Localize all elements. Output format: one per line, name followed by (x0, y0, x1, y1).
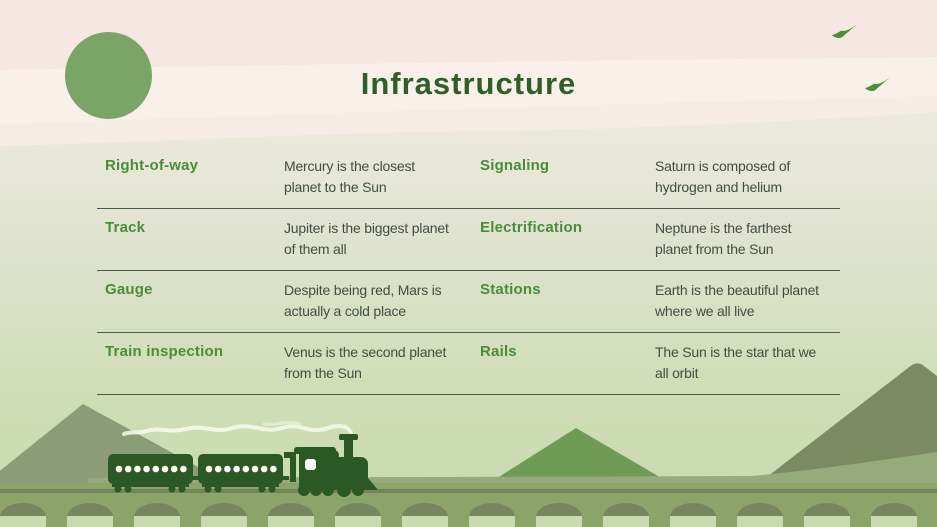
term-label: Stations (480, 281, 541, 298)
bridge-deck (0, 483, 937, 500)
term-label: Rails (480, 343, 517, 360)
term-description: Despite being red, Mars is actually a co… (284, 282, 442, 319)
landscape-scene (0, 363, 937, 527)
term-description: Mercury is the closest planet to the Sun (284, 158, 415, 195)
table-row: Track Jupiter is the biggest planet of t… (97, 209, 840, 271)
table-row: Right-of-way Mercury is the closest plan… (97, 147, 840, 209)
term-label: Electrification (480, 219, 583, 236)
term-label: Right-of-way (105, 157, 199, 174)
term-description: Saturn is composed of hydrogen and heliu… (655, 158, 791, 195)
term-description: Jupiter is the biggest planet of them al… (284, 220, 449, 257)
term-label: Signaling (480, 157, 550, 174)
term-description: Neptune is the farthest planet from the … (655, 220, 792, 257)
term-label: Train inspection (105, 343, 224, 360)
bird-icon (831, 24, 858, 39)
term-description: Earth is the beautiful planet where we a… (655, 282, 819, 319)
infrastructure-table: Right-of-way Mercury is the closest plan… (97, 147, 840, 395)
table-row: Gauge Despite being red, Mars is actuall… (97, 271, 840, 333)
term-description: Venus is the second planet from the Sun (284, 344, 447, 381)
background-waves (0, 0, 937, 146)
page-title: Infrastructure (360, 66, 577, 101)
term-label: Track (105, 219, 146, 236)
term-description: The Sun is the star that we all orbit (655, 344, 817, 381)
steam-train-icon (108, 434, 378, 497)
bird-icon (864, 77, 891, 92)
green-circle (65, 32, 152, 119)
train-smoke (122, 421, 354, 444)
table-row: Train inspection Venus is the second pla… (97, 333, 840, 395)
term-label: Gauge (105, 281, 153, 298)
arch-bridge (0, 500, 937, 527)
